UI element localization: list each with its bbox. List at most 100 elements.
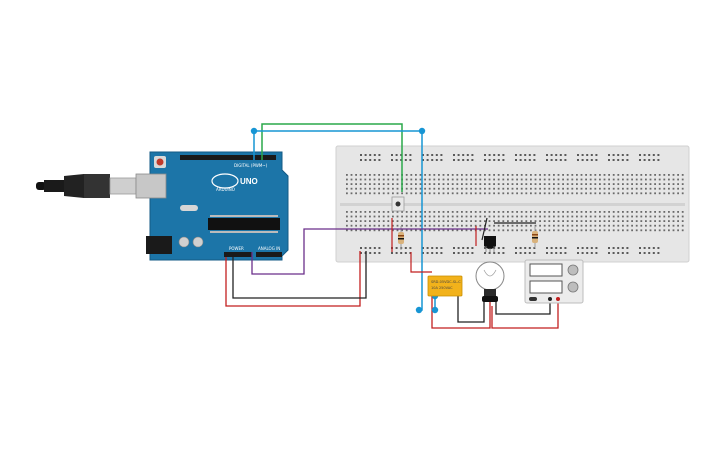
- bb-hole: [562, 211, 564, 213]
- bb-hole: [447, 220, 449, 222]
- bb-rail-hole: [555, 252, 558, 254]
- joint-3[interactable]: [415, 306, 423, 314]
- bb-hole: [631, 229, 633, 232]
- bb-hole: [520, 211, 523, 213]
- bb-rail-hole: [409, 159, 412, 161]
- bb-hole: [461, 215, 463, 218]
- bb-hole: [433, 192, 436, 195]
- bb-hole: [585, 224, 587, 227]
- bb-hole: [603, 183, 606, 185]
- wire-red-relay-bulb[interactable]: [431, 296, 491, 329]
- reset-button[interactable]: [156, 158, 164, 166]
- bb-hole: [465, 178, 468, 181]
- light-bulb-icon[interactable]: [475, 261, 505, 302]
- bb-hole: [525, 192, 528, 195]
- bb-hole: [511, 229, 514, 232]
- bb-hole: [470, 192, 472, 195]
- bb-hole: [484, 174, 486, 176]
- bb-hole: [594, 178, 597, 181]
- bb-hole: [594, 192, 597, 195]
- pushbutton-cap[interactable]: [395, 201, 401, 207]
- bb-hole: [658, 178, 661, 181]
- bb-hole: [681, 211, 684, 213]
- bb-rail-hole: [404, 154, 407, 156]
- bb-rail-hole: [519, 247, 522, 249]
- bb-hole: [424, 192, 426, 195]
- pushbutton[interactable]: [391, 196, 405, 212]
- bb-hole: [493, 229, 495, 232]
- wire-purple[interactable]: [251, 228, 488, 275]
- resistor-1[interactable]: [398, 226, 404, 250]
- bb-rail-hole: [462, 154, 465, 156]
- power-supply-knob-2[interactable]: [567, 281, 579, 293]
- power-supply-switch[interactable]: [529, 297, 537, 301]
- bb-hole: [612, 211, 615, 213]
- bb-hole: [373, 224, 376, 227]
- wire-black-relay-bulb[interactable]: [457, 296, 485, 323]
- bb-hole: [382, 224, 385, 227]
- resistor-2[interactable]: [532, 226, 538, 248]
- joint-1[interactable]: [250, 127, 258, 135]
- bb-hole: [585, 220, 587, 222]
- wire-red-bulb-supply[interactable]: [491, 300, 559, 329]
- bb-hole: [442, 220, 445, 222]
- bb-rail-hole: [657, 247, 660, 249]
- bb-hole: [364, 174, 367, 176]
- power-supply-terminal-positive[interactable]: [556, 297, 560, 301]
- bb-hole: [493, 192, 495, 195]
- bb-hole: [355, 211, 357, 213]
- bb-hole: [585, 192, 587, 195]
- bb-rail-hole: [639, 159, 641, 161]
- bb-rail-hole: [364, 247, 367, 249]
- bb-hole: [433, 178, 436, 181]
- usb-cable[interactable]: [36, 174, 137, 198]
- relay[interactable]: SRD-05VDC-SL-C 10A 250VAC: [427, 275, 463, 297]
- joint-4[interactable]: [431, 306, 439, 314]
- bb-hole: [401, 220, 403, 222]
- bb-hole: [622, 220, 624, 222]
- bb-hole: [571, 215, 574, 218]
- bb-hole: [516, 220, 518, 222]
- bb-rail-hole: [546, 159, 548, 161]
- bb-hole: [645, 183, 647, 185]
- wire-red-5v[interactable]: [225, 251, 361, 307]
- wire-red-relay[interactable]: [410, 252, 432, 273]
- wire-black-gnd[interactable]: [232, 251, 367, 299]
- bb-hole: [396, 229, 399, 232]
- power-supply-icon[interactable]: [524, 259, 584, 304]
- power-supply-terminal-negative[interactable]: [548, 297, 552, 301]
- bb-hole: [589, 220, 592, 222]
- transistor[interactable]: [484, 236, 496, 252]
- bb-hole: [571, 178, 574, 181]
- bb-rail-hole: [493, 154, 496, 156]
- bb-hole: [626, 224, 629, 227]
- bb-hole: [608, 183, 610, 185]
- bb-hole: [359, 192, 362, 195]
- bb-hole: [415, 224, 417, 227]
- arduino-board[interactable]: DIGITAL (PWM~) UNO ARDUINO POWER ANALOG …: [135, 151, 289, 261]
- bb-hole: [433, 215, 436, 218]
- wire-black-bb-1[interactable]: [481, 217, 488, 241]
- bb-hole: [346, 174, 348, 176]
- bb-hole: [534, 187, 537, 190]
- bb-rail-hole: [373, 159, 376, 161]
- bb-rail-hole: [564, 154, 567, 156]
- analog-header: [256, 252, 282, 257]
- breadboard[interactable]: [335, 145, 690, 263]
- bb-rail-hole: [515, 154, 517, 156]
- bb-hole: [589, 174, 592, 176]
- bb-hole: [654, 229, 656, 232]
- bb-hole: [484, 187, 486, 190]
- bb-hole: [576, 215, 578, 218]
- bb-hole: [516, 215, 518, 218]
- bb-hole: [631, 211, 633, 213]
- bb-hole: [405, 183, 408, 185]
- wire-black-bulb-supply[interactable]: [495, 300, 551, 315]
- bb-hole: [511, 224, 514, 227]
- bb-hole: [658, 224, 661, 227]
- bb-rail-hole: [431, 159, 434, 161]
- power-supply-knob-1[interactable]: [567, 264, 579, 276]
- wire-green[interactable]: [261, 123, 403, 192]
- joint-2[interactable]: [418, 127, 426, 135]
